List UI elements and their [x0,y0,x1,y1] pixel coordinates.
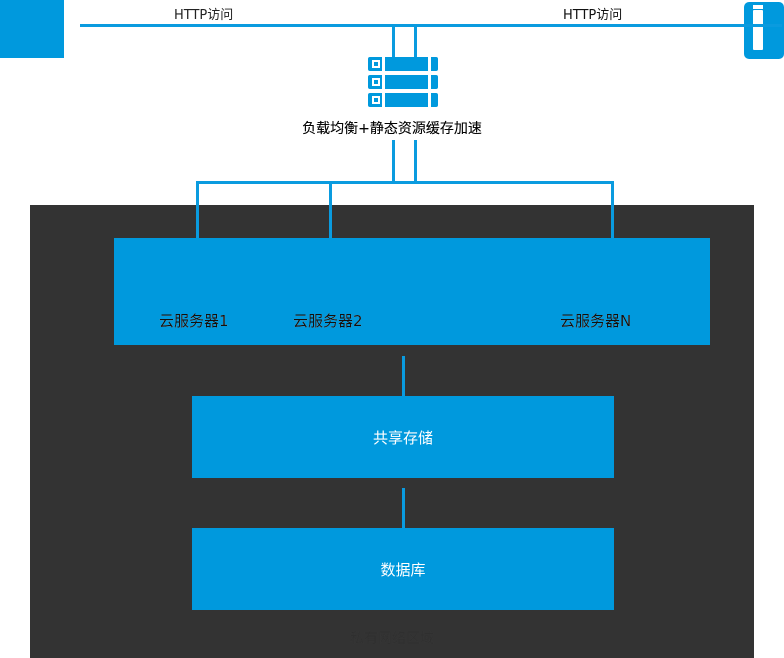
rack-led-2 [372,78,380,86]
database-box[interactable]: 数据库 [192,528,614,610]
fanout-branch-1-inner [196,205,199,238]
cloud-server-n-label: 云服务器N [560,312,632,330]
private-network-caption: 私有网络区域 [350,631,434,647]
rack-slot-3 [428,93,431,107]
cloud-server-n-label-shadow: 云服务器N [560,312,632,330]
mobile-speaker [753,5,763,9]
cloud-server-1: 云服务器1 云服务器1 [159,310,229,331]
rack-slot-2 [428,75,431,89]
shared-storage-box[interactable]: 共享存储 [192,396,614,478]
rack-divider-3 [382,93,385,107]
fanout-bus [196,181,614,184]
rack-divider-2 [382,75,385,89]
fanout-branch-2-inner [329,205,332,238]
cloud-server-1-label-shadow: 云服务器1 [159,312,229,330]
http-label-left: HTTP访问 [174,8,234,23]
fanout-branch-3-inner [611,205,614,238]
connector-right-down [414,24,417,57]
rack-led-1 [372,60,380,68]
database-label: 数据库 [380,560,426,579]
cloud-server-1-label: 云服务器1 [159,312,229,330]
cloud-server-2: 云服务器2 云服务器2 [293,310,363,331]
lb-down-left [392,140,395,183]
cloud-server-2-label-shadow: 云服务器2 [293,312,363,330]
http-label-right: HTTP访问 [563,8,623,23]
lb-down-right [414,140,417,183]
server-rack-icon [368,57,438,107]
rack-unit-3 [368,93,438,107]
private-network-caption-shadow: 私有网络区域 [350,631,434,647]
load-balancer-label-wrap: 负载均衡+静态资源缓存加速 负载均衡+静态资源缓存加速 [0,118,784,138]
shared-storage-label: 共享存储 [372,428,433,447]
rack-unit-1 [368,57,438,71]
storage-to-database-line [402,488,405,528]
rack-led-3 [372,96,380,104]
servers-to-storage-line [402,356,405,396]
mobile-screen [753,10,763,50]
private-network-caption-wrap: 私有网络区域 私有网络区域 [30,628,754,648]
http-line-left [80,24,395,27]
rack-divider-1 [382,57,385,71]
load-balancer-label-shadow: 负载均衡+静态资源缓存加速 [302,121,482,137]
load-balancer-label: 负载均衡+静态资源缓存加速 [302,121,482,137]
cloud-servers-band[interactable]: 云服务器1 云服务器1 云服务器2 云服务器2 云服务器N 云服务器N [114,238,710,345]
desktop-pc-icon [0,0,64,58]
mobile-phone-icon [744,2,784,59]
cloud-server-2-label: 云服务器2 [293,312,363,330]
rack-unit-2 [368,75,438,89]
http-line-right [414,24,782,27]
rack-slot-1 [428,57,431,71]
connector-left-down [392,24,395,57]
cloud-server-label-group: 云服务器1 云服务器1 云服务器2 云服务器2 云服务器N 云服务器N [114,238,710,345]
cloud-server-n: 云服务器N 云服务器N [560,310,631,331]
